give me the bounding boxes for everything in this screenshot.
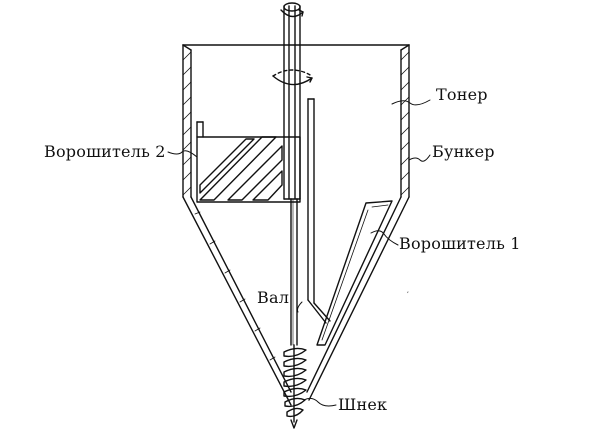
shaft [272, 2, 313, 346]
toner-label: Тонер [436, 85, 488, 104]
auger [283, 344, 307, 429]
agitator-1-label: Ворошитель 1 [399, 234, 521, 253]
hopper-label: Бункер [432, 142, 495, 161]
shaft-label: Вал [257, 288, 290, 307]
auger-label: Шнек [338, 395, 388, 414]
hopper-body [182, 44, 410, 406]
svg-text:,: , [407, 287, 409, 294]
leader-lines [167, 99, 431, 407]
agitator-1 [307, 98, 393, 346]
agitator-2-label: Ворошитель 2 [44, 142, 166, 161]
